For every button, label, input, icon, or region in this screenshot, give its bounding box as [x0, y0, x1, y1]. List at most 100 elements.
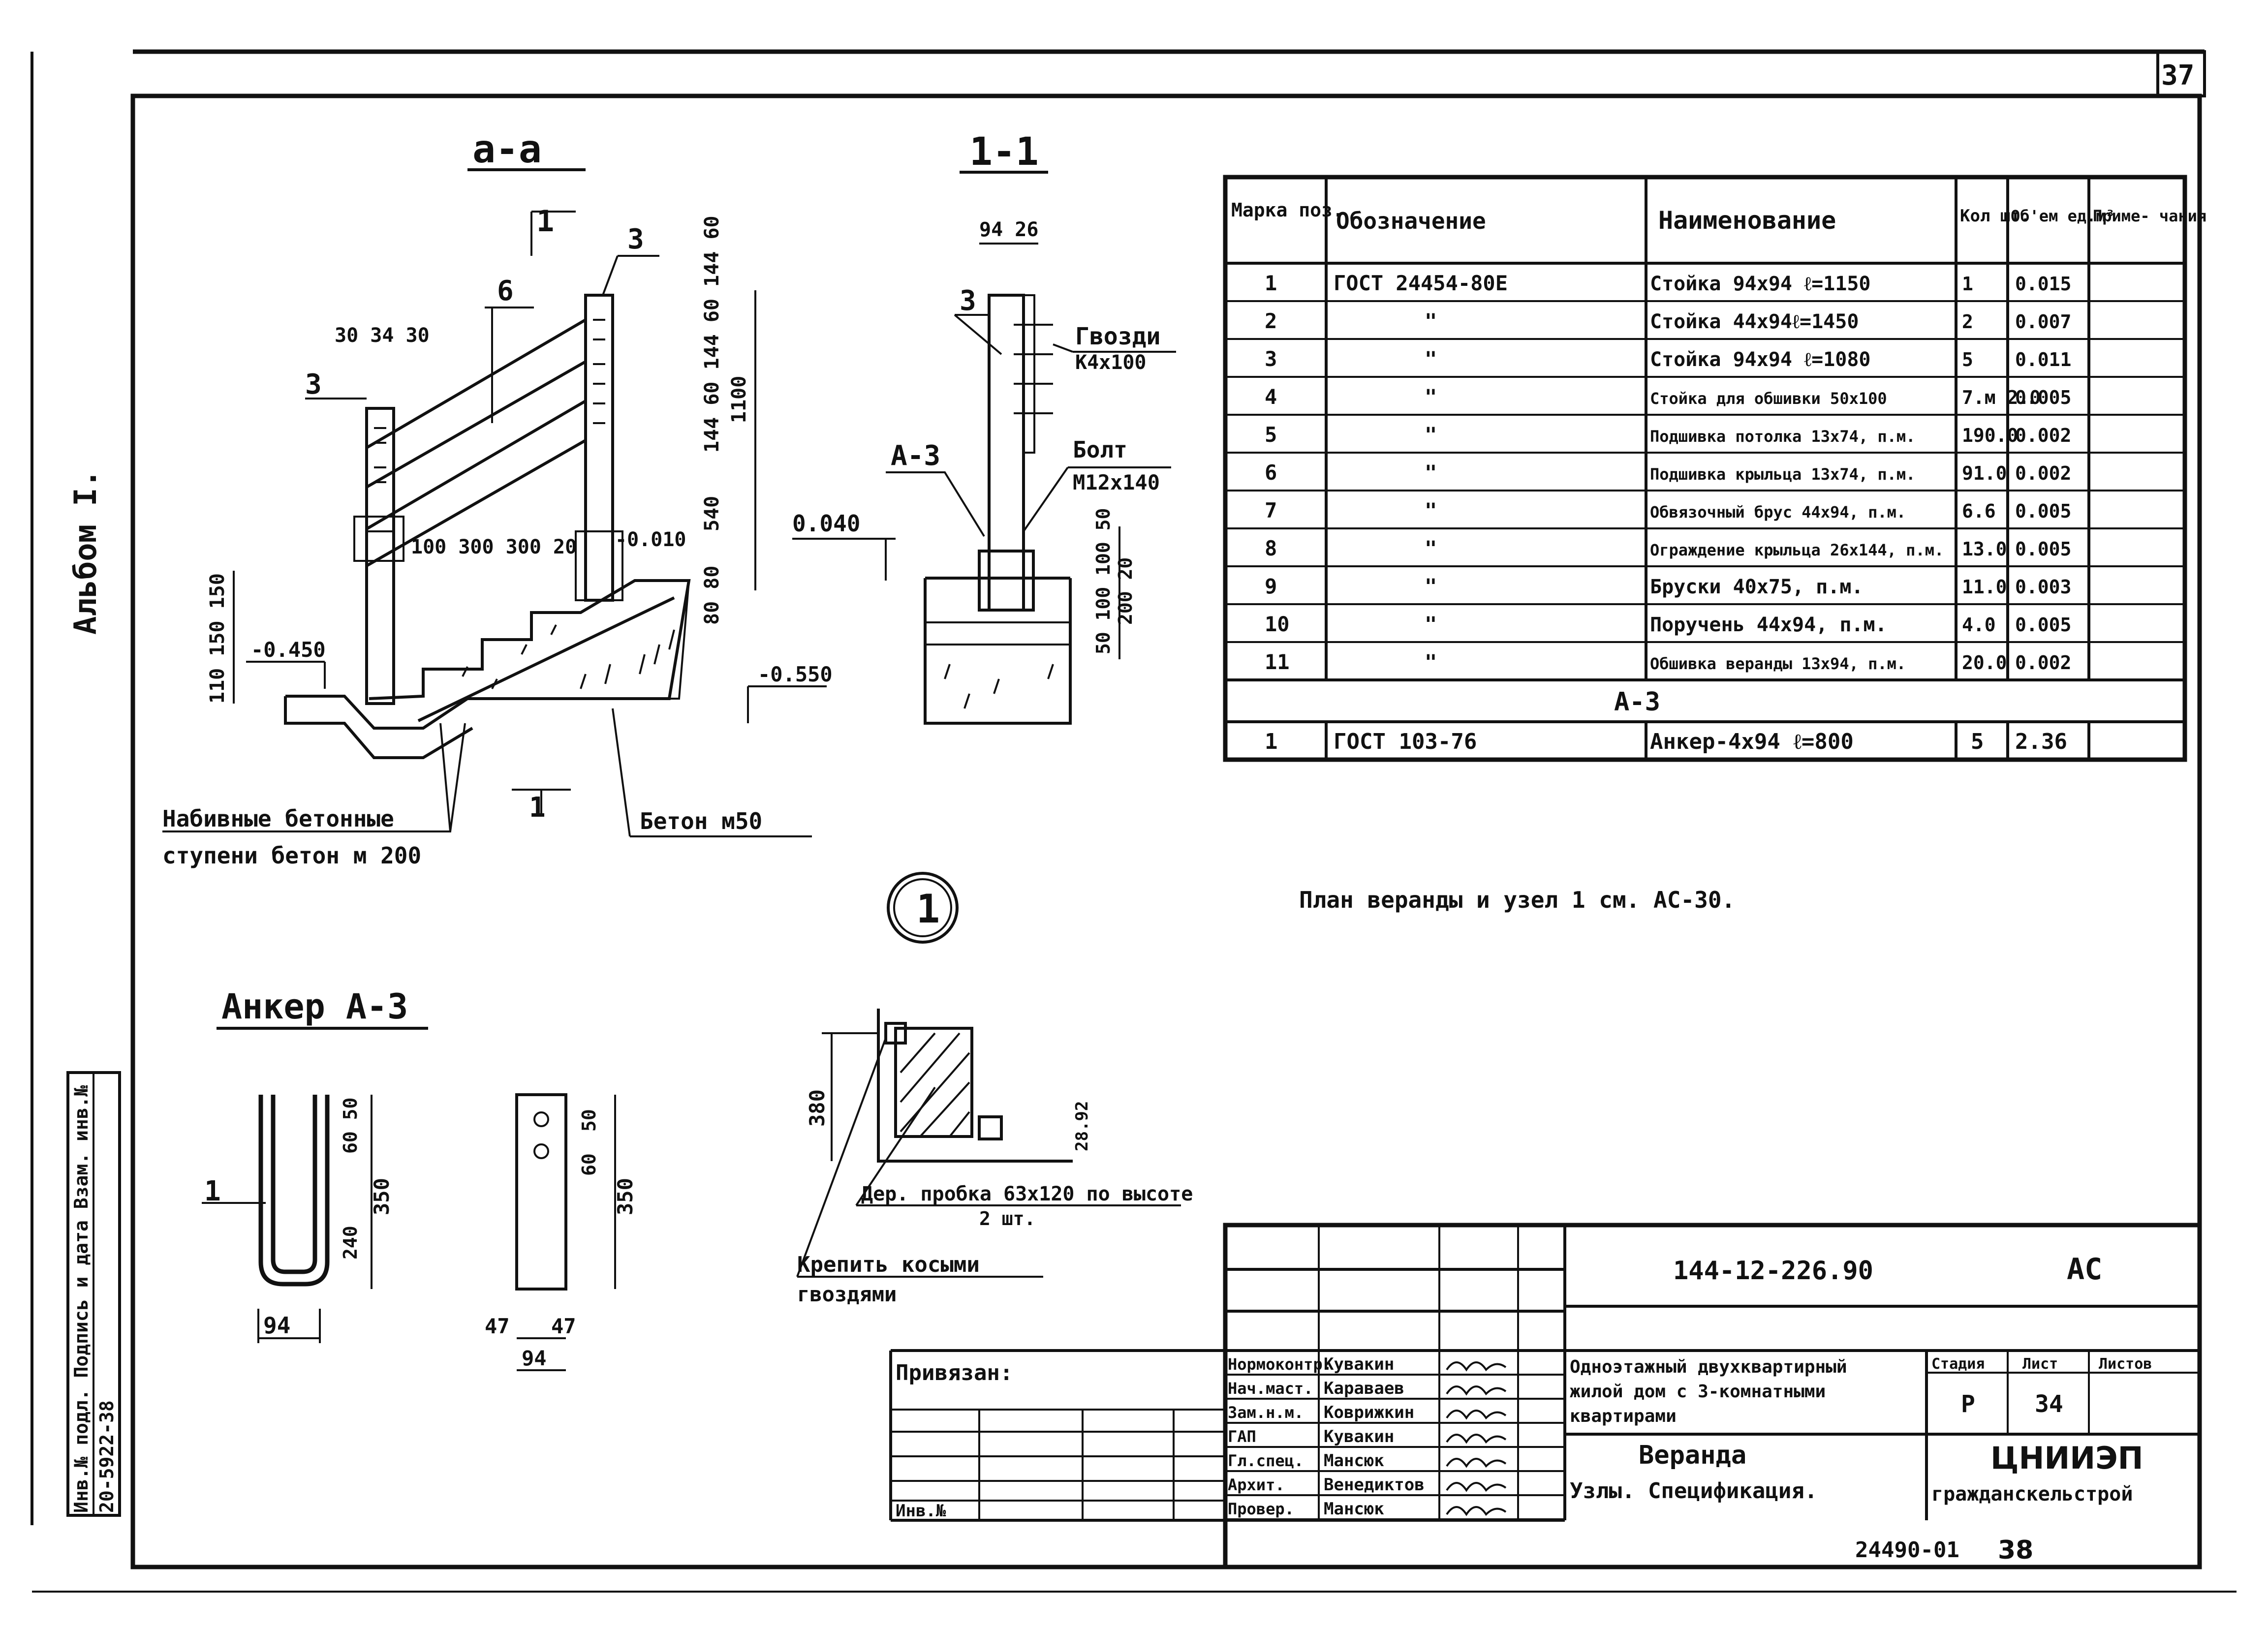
node-note-2: 2 шт.	[979, 1208, 1035, 1229]
row-mark: 4	[1265, 385, 1277, 409]
header-designation: Обозначение	[1336, 208, 1486, 234]
row-volume: 0.015	[2015, 273, 2071, 295]
row-qty: 5	[1962, 349, 1973, 370]
row-mark: 2	[1265, 309, 1277, 333]
row-mark: 11	[1265, 650, 1290, 674]
level-2: -0.450	[251, 638, 326, 662]
row-mark: 9	[1265, 574, 1277, 598]
pos-3b: 3	[627, 223, 644, 255]
anchor-dims-r3: 350	[613, 1178, 637, 1215]
signature	[1446, 1385, 1507, 1396]
row-qty: 7.м 2.0	[1962, 387, 2041, 408]
inv-label: Инв.№	[896, 1501, 946, 1521]
section-aa-title: а-а	[472, 127, 542, 172]
row-name: Стойка 94х94 ℓ=1150	[1650, 273, 1870, 295]
stage-value: Р	[1961, 1390, 1975, 1418]
row-mark: 1	[1265, 271, 1277, 295]
dims-steps: 100 300 300 20	[411, 536, 577, 558]
header-volume: Об'ем ед.м³	[2011, 207, 2115, 225]
row-name: Ограждение крыльца 26х144, п.м.	[1650, 541, 1944, 559]
role-name: Кувакин	[1324, 1354, 1394, 1374]
row-volume: 0.005	[2015, 614, 2071, 636]
anchor-width-l: 47	[485, 1314, 510, 1338]
dim-1100: 1100	[728, 376, 750, 423]
side-stamp-code: 20-5922-38	[96, 1400, 118, 1513]
anchor-width-1: 94	[263, 1312, 290, 1339]
row-volume: 0.002	[2015, 425, 2071, 446]
anchor-dims-2: 240	[340, 1226, 361, 1260]
signature	[1446, 1458, 1507, 1468]
section-11-title: 1-1	[969, 130, 1039, 174]
group-row-designation: ГОСТ 103-76	[1334, 729, 1477, 754]
sheet-title-2: Узлы. Спецификация.	[1570, 1478, 1817, 1504]
node-note-1: Дер. пробка 63х120 по высоте	[861, 1183, 1193, 1205]
row-mark: 6	[1265, 461, 1277, 485]
side-stamp: Инв.№ подл. Подпись и дата Взам. инв.№ 2…	[66, 1071, 121, 1517]
header-mark: Марка поз.	[1231, 199, 1344, 221]
row-volume: 0.005	[2015, 387, 2071, 408]
row-designation: "	[1425, 536, 1437, 560]
row-qty: 2	[1962, 311, 1973, 333]
row-designation: "	[1425, 347, 1437, 371]
row-mark: 10	[1265, 612, 1290, 636]
roles-list: Нормоконтр.КувакинНач.маст.КараваевЗам.н…	[1225, 1354, 1565, 1520]
row-name: Поручень 44х94, п.м.	[1650, 614, 1887, 636]
row-volume: 0.002	[2015, 462, 2071, 484]
role-title: ГАП	[1228, 1427, 1256, 1446]
node-marker: 1	[887, 872, 959, 944]
role-name: Коврижкин	[1324, 1403, 1414, 1422]
group-row-name: Анкер-4х94 ℓ=800	[1650, 729, 1854, 754]
node-marker-label: 1	[916, 886, 940, 932]
anchor-width-r: 47	[551, 1314, 576, 1338]
s11-nails-1: Гвозди	[1075, 323, 1160, 350]
s11-anchor: А-3	[891, 440, 940, 472]
anchor-dims-1: 60 50	[340, 1098, 361, 1154]
level-1: -0.010	[615, 528, 686, 551]
project-2: жилой дом с 3-комнатными	[1570, 1382, 1826, 1402]
project-1: Одноэтажный двухквартирный	[1570, 1357, 1847, 1377]
nail-marks	[374, 319, 605, 483]
anchor-views: Анкер А-3 1 60 50 240 350 94 50 60 350 4…	[202, 986, 637, 1371]
s11-pos-3: 3	[960, 285, 976, 317]
row-name: Стойка 44х94ℓ=1450	[1650, 310, 1859, 333]
row-designation: "	[1425, 461, 1437, 485]
s11-dims-right: 50 100 100 50	[1092, 508, 1114, 654]
side-stamp-titles: Инв.№ подл. Подпись и дата Взам. инв.№	[70, 1085, 92, 1513]
row-qty: 91.0	[1962, 462, 2007, 484]
dims-right: 144 60 144 60 144 60	[701, 215, 723, 453]
row-qty: 4.0	[1962, 614, 1996, 636]
view-mark-1: 1	[536, 204, 554, 239]
note-steps-2: ступени бетон м 200	[162, 842, 421, 869]
s11-bolt-2: М12х140	[1073, 470, 1160, 494]
row-qty: 190.0	[1962, 425, 2018, 446]
row-qty: 11.0	[1962, 576, 2007, 598]
row-name: Стойка 94х94 ℓ=1080	[1650, 348, 1870, 371]
view-mark-t: 1	[529, 792, 546, 824]
footer-page: 38	[1998, 1536, 2033, 1565]
org-1: ЦНИИЭП	[1990, 1440, 2144, 1476]
anchor-width-2: 94	[522, 1346, 547, 1370]
row-designation: "	[1425, 612, 1437, 636]
role-title: Зам.н.м.	[1228, 1403, 1304, 1422]
role-name: Кувакин	[1324, 1427, 1394, 1446]
row-mark: 3	[1265, 347, 1277, 371]
group-row-mark: 1	[1265, 729, 1278, 754]
header-note: Приме- чания	[2093, 207, 2206, 225]
row-volume: 0.007	[2015, 311, 2071, 333]
sheet-frame	[31, 49, 2237, 1593]
row-qty: 20.0	[1962, 652, 2007, 674]
row-name: Бруски 40х75, п.м.	[1650, 576, 1863, 598]
s11-dims-top: 94 26	[979, 218, 1038, 241]
sheet-value: 34	[2035, 1390, 2063, 1418]
pos-3a: 3	[305, 369, 322, 400]
signature	[1446, 1410, 1507, 1420]
row-volume: 0.005	[2015, 538, 2071, 560]
row-designation: "	[1425, 423, 1437, 447]
row-qty: 1	[1962, 273, 1973, 295]
dims-bottom-right: 80 80	[701, 566, 723, 625]
dims-top: 30 34 30	[335, 324, 430, 347]
row-volume: 0.002	[2015, 652, 2071, 674]
footer-code: 24490-01	[1855, 1537, 1959, 1563]
stage-label: Стадия	[1931, 1355, 1985, 1373]
